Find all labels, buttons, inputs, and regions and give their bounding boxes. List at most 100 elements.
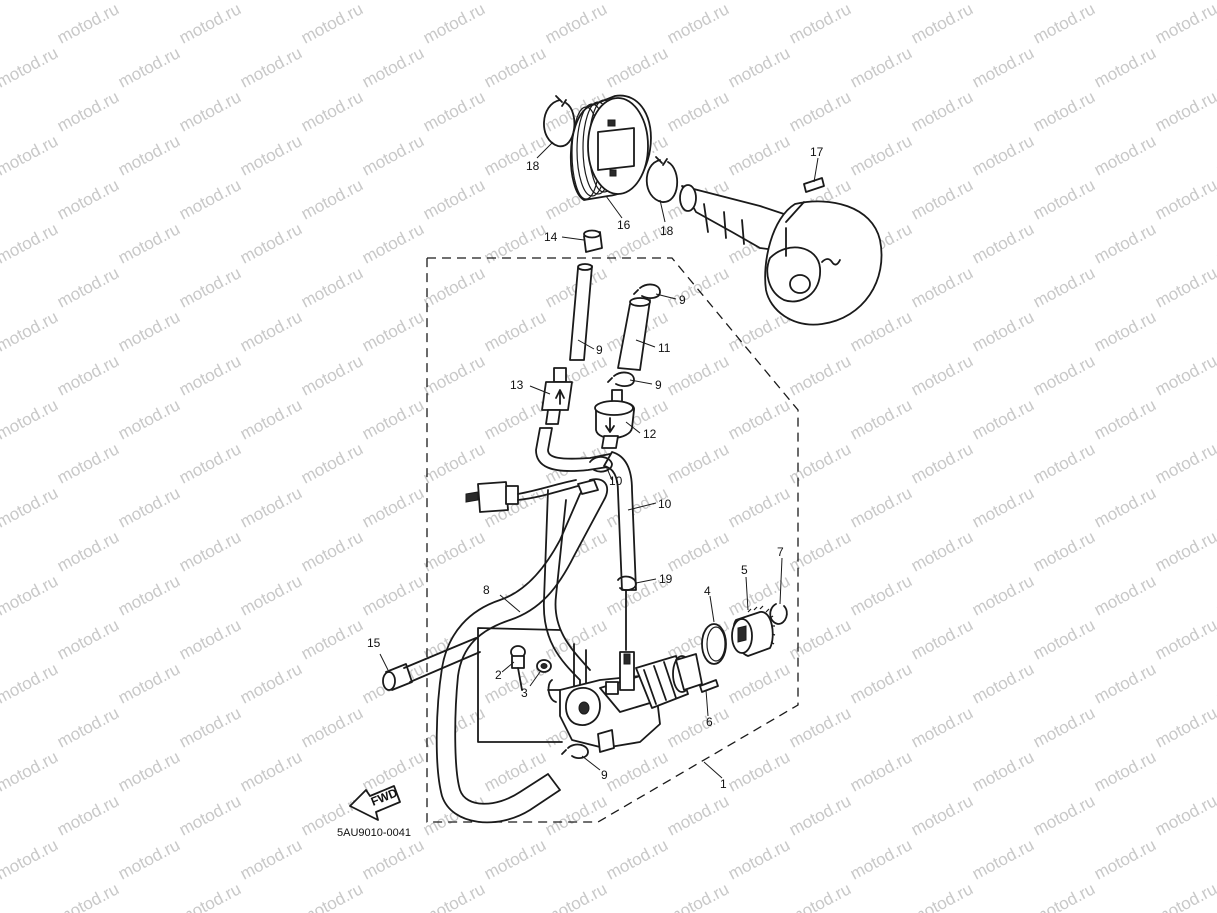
callout-9-mid: 9 [655, 378, 662, 392]
watermark-text: motod.ru [908, 87, 976, 135]
watermark-text: motod.ru [1213, 131, 1217, 179]
watermark-text: motod.ru [1152, 703, 1217, 751]
watermark-text: motod.ru [664, 879, 732, 913]
watermark-text: motod.ru [969, 571, 1037, 619]
watermark-text: motod.ru [542, 879, 610, 913]
watermark-text: motod.ru [664, 527, 732, 575]
watermark-text: motod.ru [237, 0, 305, 4]
watermark-text: motod.ru [481, 0, 549, 4]
watermark-text: motod.ru [786, 87, 854, 135]
callout-16: 16 [617, 218, 631, 232]
watermark-text: motod.ru [420, 351, 488, 399]
callout-10-lower: 10 [658, 497, 672, 511]
watermark-text: motod.ru [847, 483, 915, 531]
callout-5: 5 [741, 563, 748, 577]
watermark-text: motod.ru [542, 615, 610, 663]
watermark-text: motod.ru [298, 175, 366, 223]
watermark-text: motod.ru [725, 43, 793, 91]
watermark-text: motod.ru [176, 263, 244, 311]
watermark-text: motod.ru [1152, 175, 1217, 223]
watermark-text: motod.ru [420, 0, 488, 48]
watermark-text: motod.ru [969, 835, 1037, 883]
watermark-text: motod.ru [1030, 791, 1098, 839]
watermark-text: motod.ru [786, 879, 854, 913]
watermark-text: motod.ru [908, 703, 976, 751]
watermark-text: motod.ru [115, 0, 183, 4]
watermark-text: motod.ru [481, 43, 549, 91]
watermark-text: motod.ru [237, 483, 305, 531]
pulley [569, 94, 652, 201]
callout-3: 3 [521, 686, 528, 700]
watermark-text: motod.ru [0, 483, 61, 531]
watermark-text: motod.ru [1030, 439, 1098, 487]
watermark-text: motod.ru [1213, 0, 1217, 4]
watermark-text: motod.ru [1213, 307, 1217, 355]
watermark-text: motod.ru [298, 351, 366, 399]
watermark-text: motod.ru [176, 791, 244, 839]
watermark-text: motod.ru [1030, 175, 1098, 223]
watermark-text: motod.ru [0, 131, 61, 179]
watermark-text: motod.ru [1030, 0, 1098, 48]
o-ring [701, 623, 727, 665]
callout-12: 12 [643, 427, 657, 441]
watermark-text: motod.ru [664, 263, 732, 311]
callout-labels: 18 16 18 17 14 9 11 9 9 13 12 10 10 8 19… [367, 145, 824, 791]
callout-15: 15 [367, 636, 381, 650]
watermark-text: motod.ru [847, 0, 915, 4]
watermark-text: motod.ru [481, 219, 549, 267]
watermark-text: motod.ru [725, 395, 793, 443]
watermark-text: motod.ru [1030, 263, 1098, 311]
watermark-text: motod.ru [54, 439, 122, 487]
watermark-text: motod.ru [115, 835, 183, 883]
watermark-text: motod.ru [1213, 395, 1217, 443]
watermark-text: motod.ru [420, 87, 488, 135]
hose-upper-left [569, 263, 593, 361]
watermark-text: motod.ru [1152, 879, 1217, 913]
watermark-text: motod.ru [54, 87, 122, 135]
callout-9-bottom: 9 [601, 768, 608, 782]
washer [536, 659, 552, 673]
watermark-text: motod.ru [176, 87, 244, 135]
watermark-text: motod.ru [0, 219, 61, 267]
watermark-text: motod.ru [1091, 131, 1159, 179]
watermark-text: motod.ru [359, 131, 427, 179]
callout-19: 19 [659, 572, 673, 586]
watermark-text: motod.ru [54, 879, 122, 913]
callout-10-upper: 9 [596, 343, 603, 357]
watermark-text: motod.ru [969, 0, 1037, 4]
watermark-text: motod.ru [237, 571, 305, 619]
watermark-text: motod.ru [664, 703, 732, 751]
callout-8: 8 [483, 583, 490, 597]
watermark-text: motod.ru [115, 659, 183, 707]
callout-9-top: 9 [679, 293, 686, 307]
watermark-text: motod.ru [237, 43, 305, 91]
watermark-text: motod.ru [54, 703, 122, 751]
clip-middle [607, 371, 635, 387]
watermark-text: motod.ru [664, 439, 732, 487]
watermark-text: motod.ru [1213, 835, 1217, 883]
wire-connector [465, 479, 579, 513]
watermark-text: motod.ru [1152, 351, 1217, 399]
drawing-code: 5AU9010-0041 [337, 827, 411, 839]
watermark-text: motod.ru [1091, 43, 1159, 91]
watermark-text: motod.ru [54, 0, 122, 48]
watermark-text: motod.ru [1213, 659, 1217, 707]
watermark-text: motod.ru [847, 43, 915, 91]
pump-pin [699, 679, 719, 693]
watermark-text: motod.ru [298, 615, 366, 663]
delivery-hose [435, 478, 609, 824]
watermark-text: motod.ru [1030, 351, 1098, 399]
watermark-text: motod.ru [0, 307, 61, 355]
callout-14: 14 [544, 230, 558, 244]
watermark-text: motod.ru [1091, 483, 1159, 531]
watermark-text: motod.ru [481, 835, 549, 883]
inner-hose [477, 489, 591, 743]
watermark-text: motod.ru [786, 351, 854, 399]
watermark-text: motod.ru [1213, 571, 1217, 619]
watermark-text: motod.ru [359, 307, 427, 355]
watermark-text: motod.ru [176, 879, 244, 913]
clip-19 [617, 575, 637, 591]
watermark-text: motod.ru [786, 615, 854, 663]
watermark-text: motod.ru [908, 263, 976, 311]
